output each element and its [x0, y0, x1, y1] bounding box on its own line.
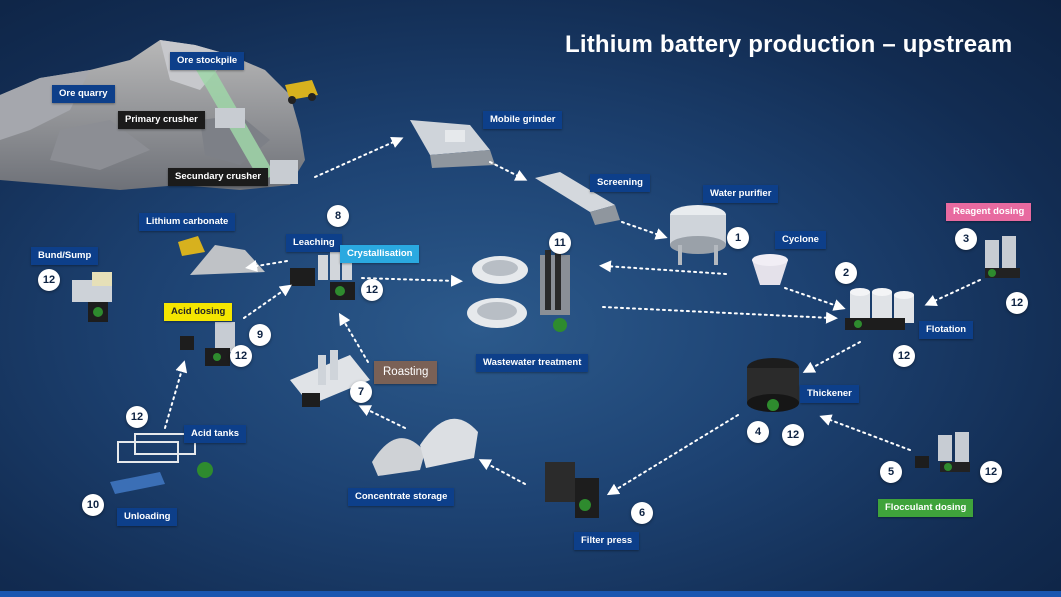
flow-arrow — [802, 341, 861, 373]
flocculant-dosing-skid — [915, 432, 970, 472]
flow-arrow — [489, 161, 528, 181]
marker-8: 8 — [327, 205, 349, 227]
label-ore-stockpile: Ore stockpile — [170, 52, 245, 71]
flow-arrow — [314, 136, 404, 178]
label-thickener: Thickener — [800, 385, 859, 404]
label-screening: Screening — [590, 174, 650, 193]
label-ore-quarry: Ore quarry — [52, 85, 115, 104]
marker-6: 6 — [631, 502, 653, 524]
flow-arrow — [621, 221, 668, 240]
flow-arrow — [245, 260, 288, 272]
marker-12-flocculant-dosing: 12 — [980, 461, 1002, 483]
label-filter-press: Filter press — [574, 532, 640, 551]
flow-arrow — [602, 306, 838, 324]
flow-arrow — [478, 459, 526, 485]
marker-5: 5 — [880, 461, 902, 483]
marker-2: 2 — [835, 262, 857, 284]
bottom-accent-bar — [0, 591, 1061, 597]
label-secundary-crusher: Secundary crusher — [168, 168, 269, 187]
mobile-grinder-machine — [410, 120, 495, 168]
marker-12-bund-sump: 12 — [38, 269, 60, 291]
marker-9: 9 — [249, 324, 271, 346]
roasting-kiln — [290, 350, 370, 407]
flow-arrow — [358, 405, 406, 429]
marker-1: 1 — [727, 227, 749, 249]
label-primary-crusher: Primary crusher — [118, 111, 205, 130]
stockpile-conveyor — [195, 62, 298, 184]
marker-12-crystallisation: 12 — [361, 279, 383, 301]
acid-dosing-unit — [180, 322, 235, 366]
label-acid-dosing: Acid dosing — [164, 303, 233, 322]
marker-4: 4 — [747, 421, 769, 443]
label-acid-tanks: Acid tanks — [184, 425, 247, 444]
flow-arrows — [164, 136, 981, 496]
label-flotation: Flotation — [919, 321, 974, 340]
flow-arrow — [164, 360, 188, 429]
marker-7: 7 — [350, 381, 372, 403]
label-unloading: Unloading — [117, 508, 178, 527]
thickener-tank — [747, 358, 799, 412]
marker-12-thickener: 12 — [782, 424, 804, 446]
flow-arrow — [606, 414, 739, 496]
flotation-tanks — [845, 288, 914, 330]
haul-truck-icon — [285, 80, 318, 104]
label-cyclone: Cyclone — [775, 231, 826, 250]
flow-arrow — [599, 260, 727, 275]
label-mobile-grinder: Mobile grinder — [483, 111, 563, 130]
page-title: Lithium battery production – upstream — [565, 31, 1013, 58]
bund-sump-unit — [72, 272, 112, 322]
leaching-crystallisation-unit — [290, 252, 355, 300]
flow-arrow — [243, 284, 292, 319]
lithium-carbonate-pile — [178, 236, 265, 275]
water-purifier-tank — [670, 205, 726, 265]
label-crystallisation: Crystallisation — [340, 245, 420, 264]
filter-press-unit — [545, 462, 599, 518]
marker-12-reagent-dosing: 12 — [1006, 292, 1028, 314]
label-reagent-dosing: Reagent dosing — [946, 203, 1032, 222]
cyclone-unit — [752, 254, 788, 285]
acid-tanks-unit — [110, 433, 213, 494]
marker-12-acid-dosing: 12 — [230, 345, 252, 367]
flow-arrow — [338, 312, 369, 363]
flow-arrow — [819, 414, 911, 451]
marker-10: 10 — [82, 494, 104, 516]
concentrate-storage-domes — [372, 418, 478, 476]
marker-3: 3 — [955, 228, 977, 250]
flow-arrow — [924, 279, 981, 306]
wastewater-treatment-plant — [467, 248, 570, 332]
marker-12-acid-tanks: 12 — [126, 406, 148, 428]
reagent-dosing-skid — [985, 236, 1020, 278]
label-water-purifier: Water purifier — [703, 185, 779, 204]
label-wastewater-treatment: Wastewater treatment — [476, 354, 589, 373]
screening-machine — [535, 172, 620, 225]
flow-arrow — [361, 274, 463, 287]
label-flocculant-dosing: Flocculant dosing — [878, 499, 974, 518]
label-lithium-carbonate: Lithium carbonate — [139, 213, 236, 232]
label-bund-sump: Bund/Sump — [31, 247, 99, 266]
label-leaching: Leaching — [286, 234, 342, 253]
label-roasting: Roasting — [374, 361, 438, 384]
marker-12-flotation: 12 — [893, 345, 915, 367]
marker-11: 11 — [549, 232, 571, 254]
label-concentrate-storage: Concentrate storage — [348, 488, 455, 507]
flow-arrow — [784, 287, 846, 311]
